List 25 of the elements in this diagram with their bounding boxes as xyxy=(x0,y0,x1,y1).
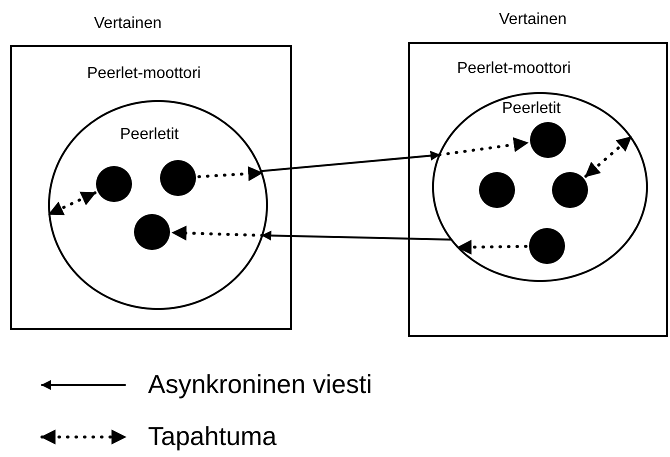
message-arrow xyxy=(261,230,452,241)
peerlet-dot xyxy=(530,122,566,158)
peer-heading: Vertainen xyxy=(499,11,567,29)
engine-label: Peerletit xyxy=(502,100,561,118)
engine-circle xyxy=(432,92,648,282)
peerlet-dot xyxy=(160,160,196,196)
peerlet-dot xyxy=(479,172,515,208)
legend-label: Tapahtuma xyxy=(148,421,277,451)
peerlet-dot xyxy=(552,172,588,208)
engine-heading: Peerlet-moottori xyxy=(457,60,571,78)
event-arrow xyxy=(48,191,96,216)
event-arrow xyxy=(456,240,528,255)
peer-heading: Vertainen xyxy=(94,15,162,33)
peerlet-dot xyxy=(529,228,565,264)
event-arrow xyxy=(438,137,529,156)
engine-circle xyxy=(48,100,268,310)
peerlet-dot xyxy=(96,166,132,202)
event-arrow xyxy=(584,136,632,178)
engine-label: Peerletit xyxy=(120,126,179,144)
message-arrow xyxy=(260,150,440,172)
legend-label: Asynkroninen viesti xyxy=(148,369,372,399)
engine-heading: Peerlet-moottori xyxy=(87,65,201,83)
event-arrow xyxy=(172,226,264,241)
peerlet-dot xyxy=(134,214,170,250)
event-arrow xyxy=(197,166,264,182)
